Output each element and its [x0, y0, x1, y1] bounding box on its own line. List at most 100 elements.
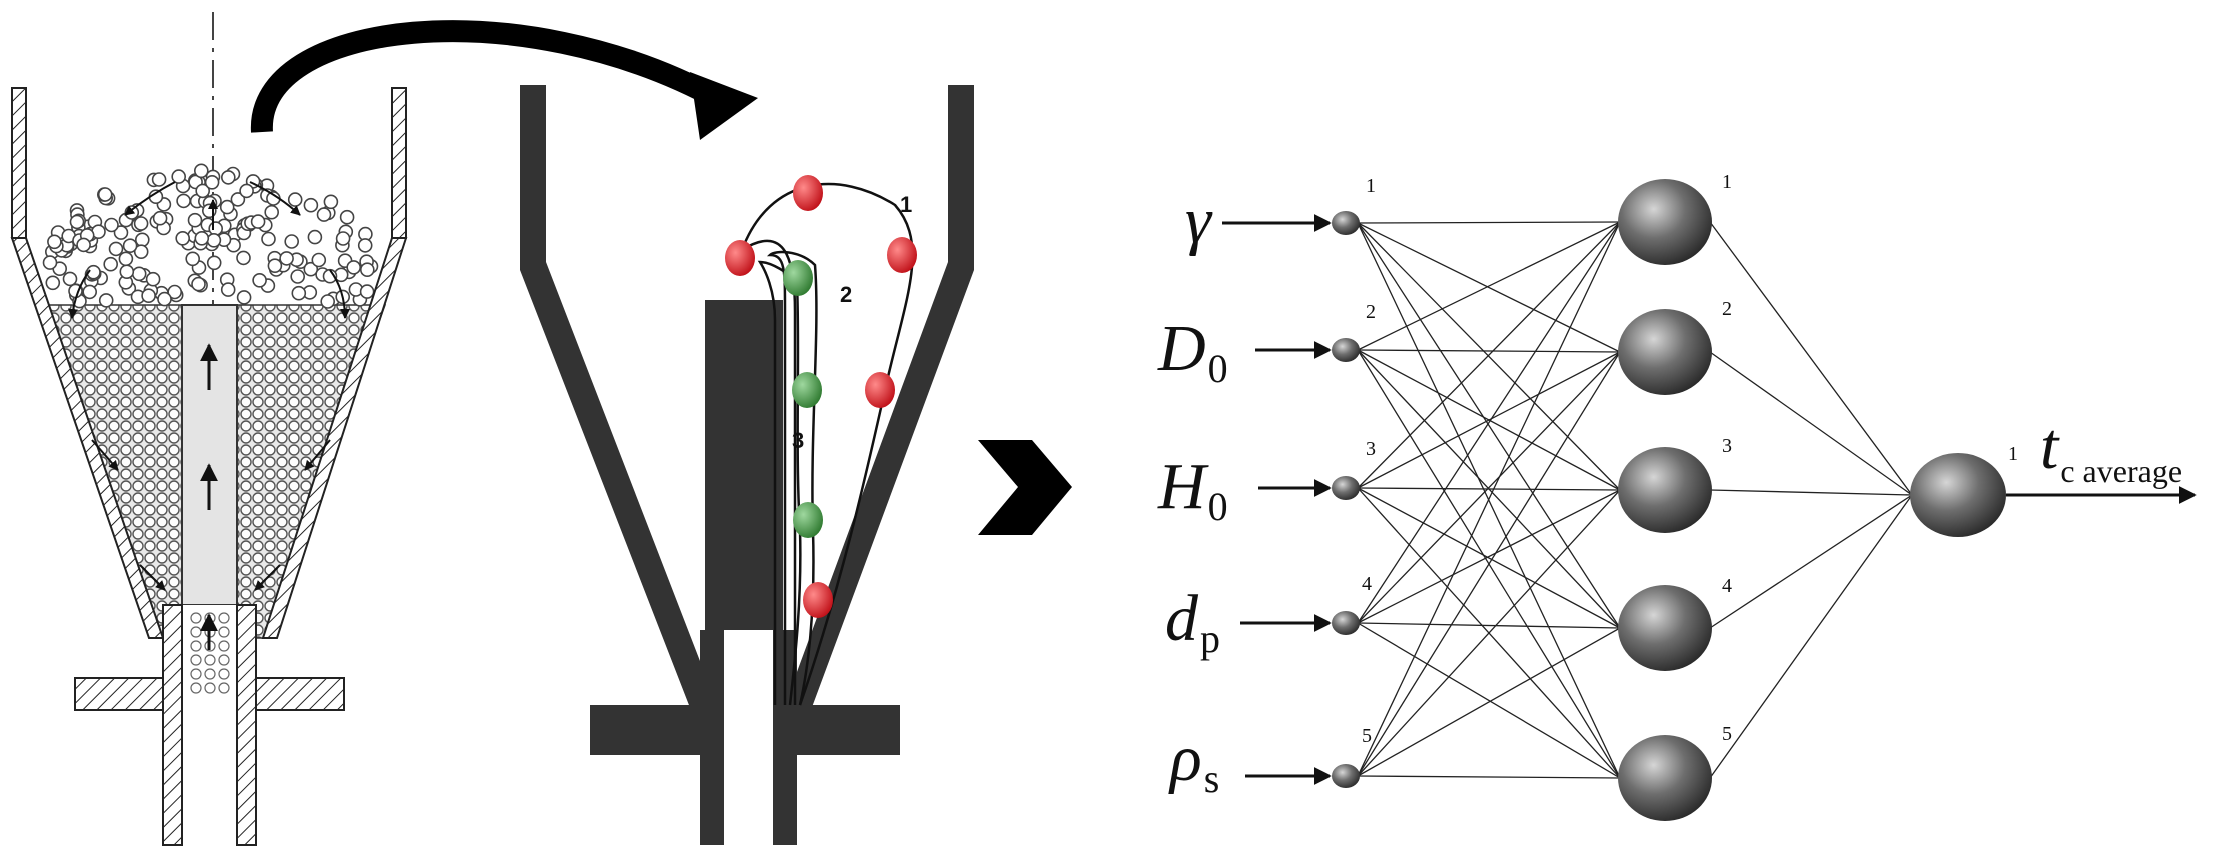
red-particles — [725, 175, 917, 618]
fountain-particle — [195, 183, 210, 199]
hidden-output-connection — [1709, 494, 1913, 629]
fountain-particle — [359, 262, 375, 278]
path-label-3: 3 — [792, 428, 804, 453]
fountain-particle — [264, 204, 280, 220]
input-hidden-connection — [1357, 221, 1621, 224]
input-hidden-connection — [1357, 627, 1621, 777]
vessel-wall-left — [520, 85, 722, 718]
fountain-particle — [359, 284, 375, 299]
inlet-particle — [190, 626, 202, 638]
input-hidden-connection — [1357, 351, 1621, 489]
fountain-particle — [316, 207, 332, 222]
fountain-particle — [206, 255, 222, 271]
inlet-particle — [218, 626, 230, 638]
particle-path-model: 1 2 3 — [520, 85, 974, 845]
fountain-particle — [167, 284, 182, 300]
fountain-particle — [220, 282, 236, 297]
fountain-particle — [86, 264, 101, 280]
input-hidden-connection — [1357, 489, 1621, 624]
fountain-particle — [151, 172, 167, 187]
fountain-particle — [320, 294, 336, 309]
fountain-particle — [323, 194, 339, 210]
fountain-particle — [307, 229, 323, 245]
fountain-particle — [261, 231, 276, 247]
fountain-region — [42, 163, 379, 309]
input-hidden-connection — [1357, 622, 1621, 629]
inlet-particle — [218, 682, 230, 694]
fountain-particle — [97, 187, 113, 202]
fountain-particle — [208, 221, 223, 236]
inlet-particle — [218, 668, 230, 680]
wall-right-cone — [261, 237, 408, 639]
input-hidden-connection — [1357, 351, 1621, 777]
fountain-particle — [250, 214, 266, 229]
fountain-particle — [185, 251, 200, 267]
input-layer — [1332, 211, 1360, 788]
hidden-output-connection — [1709, 351, 1913, 496]
chevron-arrow-icon — [978, 440, 1072, 535]
fountain-particle — [122, 238, 138, 253]
inlet-particle — [190, 654, 202, 666]
fountain-particle — [346, 260, 362, 275]
fountain-particle — [176, 193, 191, 209]
input-hidden-connection — [1357, 221, 1621, 624]
input-label-dp: dp — [1165, 582, 1220, 661]
fountain-particle — [221, 170, 236, 185]
hidden-layer — [1618, 179, 1712, 821]
fountain-particle — [113, 225, 129, 240]
inlet-pipe-left — [700, 630, 724, 845]
pipe-left — [162, 604, 183, 846]
fountain-particle — [171, 169, 186, 184]
fountain-particle — [82, 284, 97, 300]
fountain-particle — [279, 251, 294, 266]
fountain-particle — [339, 209, 355, 225]
network-connections — [1357, 221, 1913, 779]
green-particles — [783, 260, 823, 538]
path-label-2: 2 — [840, 282, 852, 307]
base-plate-right — [785, 705, 900, 755]
fountain-particle — [119, 264, 135, 280]
fountain-particle — [230, 192, 246, 207]
inlet-particle — [218, 654, 230, 666]
fountain-particle — [287, 192, 303, 207]
fountain-particle — [69, 214, 85, 230]
hidden-output-connection — [1709, 221, 1913, 496]
vessel-wall-right — [780, 85, 974, 718]
fountain-particle — [133, 244, 149, 259]
fountain-particle — [303, 261, 319, 277]
fountain-particle — [62, 271, 78, 287]
input-node-label: 3 — [1366, 438, 1376, 460]
hidden-node-label: 3 — [1722, 435, 1732, 457]
fountain-particle — [236, 290, 252, 305]
fountain-particle — [131, 266, 147, 282]
fountain-particle — [335, 231, 351, 246]
fountain-particle — [141, 288, 156, 304]
fountain-particle — [219, 199, 235, 215]
circulation-arrows — [67, 181, 350, 591]
hidden-output-connection — [1709, 494, 1913, 779]
fountain-particle — [191, 276, 206, 292]
input-hidden-connection — [1357, 221, 1621, 777]
input-label-h0: H0 — [1157, 450, 1228, 529]
wall-right-upper — [391, 87, 407, 239]
fountain-particle — [98, 293, 114, 308]
input-label-rho-s: ρs — [1168, 722, 1219, 801]
input-label-gamma: γ — [1185, 184, 1213, 257]
base-plate-left — [590, 705, 715, 755]
hidden-node-label: 5 — [1722, 723, 1732, 745]
input-hidden-connection — [1357, 221, 1621, 351]
output-label: tc average — [2040, 410, 2182, 489]
input-hidden-connection — [1357, 349, 1621, 353]
fountain-particle — [108, 241, 124, 257]
input-node-label: 5 — [1362, 725, 1372, 747]
fountain-particle — [145, 271, 161, 287]
input-arrows — [1222, 214, 1332, 785]
fountain-particle — [104, 217, 119, 233]
fountain-particle — [187, 212, 203, 228]
hidden-node-label: 2 — [1722, 298, 1732, 320]
fountain-particle — [206, 233, 222, 248]
input-hidden-connection — [1357, 622, 1621, 779]
output-node-label: 1 — [2008, 443, 2018, 465]
input-hidden-connection — [1357, 221, 1621, 489]
